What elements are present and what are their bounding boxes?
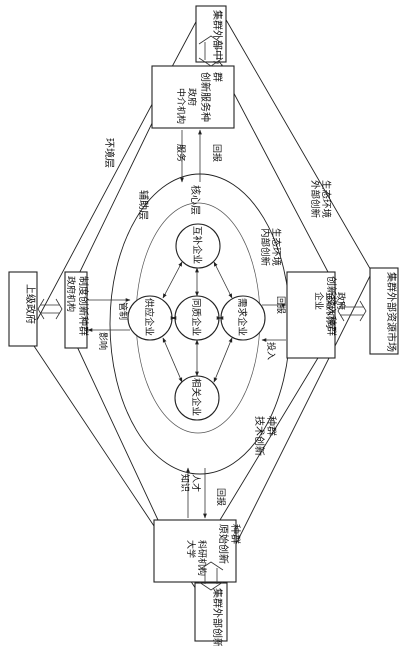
box-service-population: 创新服务种群 中介机构政府 (151, 65, 235, 129)
technology-text: 技术创新种群 (253, 416, 278, 456)
box-source: 集群外部创新源 (194, 582, 228, 646)
investment-title-text: 创新投入种群 (325, 276, 338, 336)
double-arrows (37, 35, 367, 591)
enterprise-connectors (162, 261, 233, 383)
circle-demand: 需求企业 (220, 295, 266, 341)
service-items-text: 中介机构政府 (175, 88, 198, 124)
flow-invest-fb-text: 回报 (275, 296, 287, 314)
flow-service-fb-text: 回报 (211, 144, 223, 162)
government-text: 上级政府 (24, 284, 37, 324)
eco-external-text: 外部创新生态环境 (309, 180, 332, 219)
box-market: 集群外部资源市场 (369, 267, 399, 355)
box-origin-population: 原始创新种群 大学科研机构 (153, 519, 242, 583)
box-institution-population: 制度创新种群 政府机构 (64, 271, 90, 349)
demand-text: 需求企业 (236, 298, 248, 336)
flows-service: 服务 回报 (175, 129, 223, 183)
flow-influence-text: 影响 (97, 332, 109, 350)
institution-items-text: 政府机构 (65, 276, 77, 312)
institution-title-text: 制度创新种群 (77, 276, 90, 336)
flow-invest-text: 投入 (265, 342, 277, 360)
market-text: 集群外部资源市场 (385, 272, 398, 352)
layer-core-text: 核心层 (189, 185, 202, 215)
circle-complementary: 互补企业 (175, 223, 221, 269)
investment-items-text: 企业金融机构政府 (313, 292, 347, 328)
layer-aux-text: 辅助层 (137, 190, 150, 220)
complementary-text: 互补企业 (191, 226, 203, 264)
layer-env-text: 环境层 (103, 138, 116, 168)
inner-frame (73, 81, 331, 521)
origin-title-text: 原始创新种群 (217, 524, 242, 564)
supplier-text: 供应企业 (143, 298, 155, 336)
flow-service-text: 服务 (175, 144, 187, 162)
circle-supplier: 供应企业 (127, 295, 173, 341)
box-government: 上级政府 (8, 271, 38, 347)
related-text: 相关企业 (190, 378, 202, 416)
flows-origin: 知识人才 回报 (179, 467, 227, 519)
flows-institution: 管制 影响 (87, 298, 131, 350)
circle-peer: 同质企业 (174, 295, 220, 341)
flow-control-text: 管制 (117, 302, 129, 320)
origin-items-text: 大学科研机构 (185, 540, 208, 576)
source-text: 集群外部创新源 (211, 588, 224, 646)
service-title-text: 创新服务种群 (199, 72, 224, 122)
flow-knowledge-text: 知识人才 (179, 474, 202, 492)
eco-internal-text: 内部创新生态环境 (259, 228, 282, 267)
box-investment-population: 创新投入种群 企业金融机构政府 (286, 271, 347, 359)
peer-text: 同质企业 (190, 298, 202, 336)
flow-origin-fb-text: 回报 (215, 488, 227, 506)
circle-related: 相关企业 (174, 375, 220, 421)
flows-investment: 回报 投入 (261, 296, 287, 360)
